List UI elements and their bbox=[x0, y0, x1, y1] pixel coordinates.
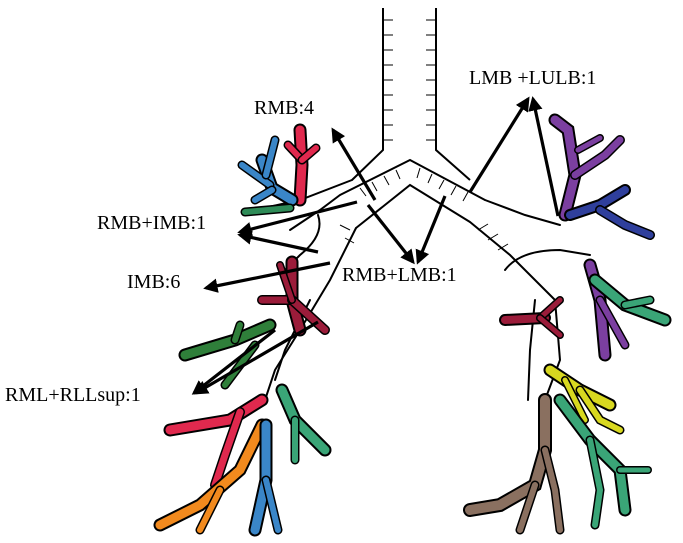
label-imb: IMB:6 bbox=[127, 271, 181, 293]
annotation-arrows bbox=[191, 96, 560, 395]
arrow-rmb-imb-a bbox=[237, 200, 358, 237]
arrow-rmb bbox=[331, 127, 377, 201]
trachea bbox=[339, 8, 509, 251]
left-bronchial-tree-outline bbox=[469, 199, 591, 401]
arrow-rmb-imb-b bbox=[237, 230, 319, 254]
arrow-rmb-lmb-b bbox=[415, 195, 447, 265]
arrow-lmb-lulb-a bbox=[468, 96, 530, 193]
lul-segments bbox=[548, 113, 672, 362]
label-rml-rllsup: RML+RLLsup:1 bbox=[5, 384, 141, 406]
lll-segments bbox=[463, 296, 652, 535]
arrow-imb bbox=[203, 261, 331, 293]
arrow-rmb-lmb-a bbox=[366, 204, 415, 265]
label-rmb: RMB:4 bbox=[254, 97, 315, 119]
label-lmb-lulb: LMB +LULB:1 bbox=[469, 67, 597, 89]
rul-segments bbox=[237, 123, 321, 217]
label-rmb-imb: RMB+IMB:1 bbox=[97, 212, 207, 234]
rml-rll-segments bbox=[153, 255, 332, 537]
arrow-lmb-lulb-b bbox=[528, 96, 560, 217]
arrow-rml-rllsup-b bbox=[193, 320, 319, 395]
label-rmb-lmb: RMB+LMB:1 bbox=[342, 264, 457, 286]
